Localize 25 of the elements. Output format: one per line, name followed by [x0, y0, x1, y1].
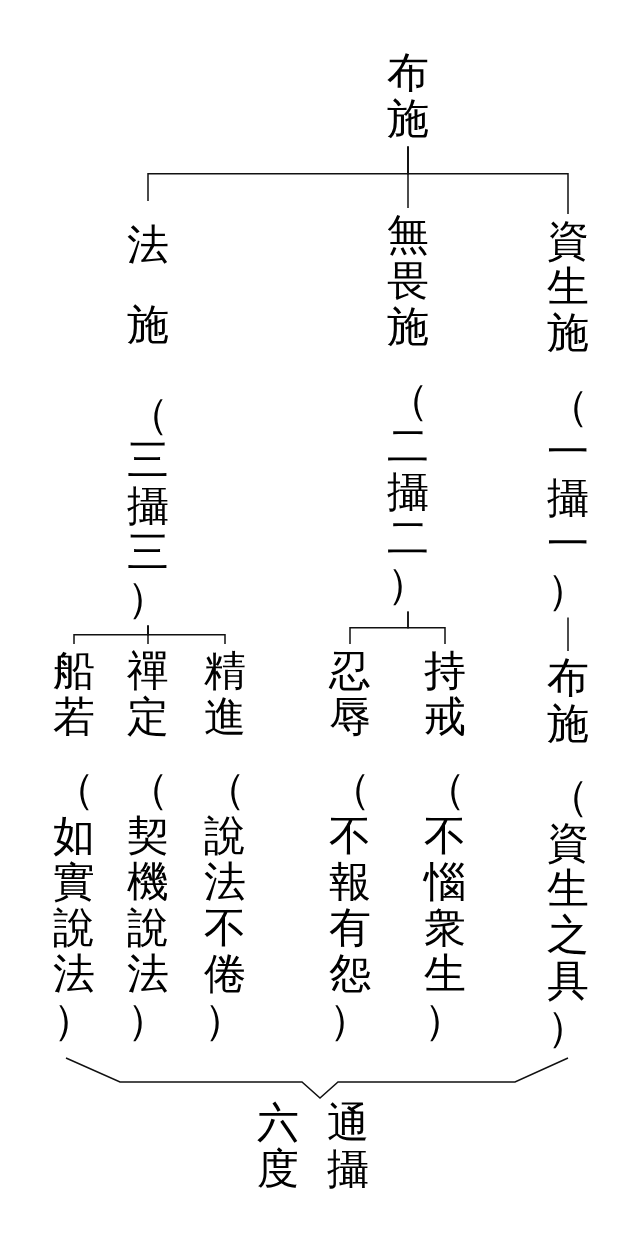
connector-line — [147, 145, 409, 202]
term-text: 無畏施 — [387, 212, 429, 351]
note-text: （資生之具） — [547, 773, 589, 1051]
note-text: （說法不倦） — [204, 766, 246, 1044]
note-text: （不報有怨） — [329, 766, 371, 1044]
term-text: 精進 — [204, 648, 246, 741]
connector-line — [567, 616, 569, 652]
note-text: （一攝一） — [547, 382, 589, 614]
caption-text: 通攝 — [327, 1100, 369, 1193]
term-text: 持戒 — [424, 648, 466, 741]
caption-text: 六度 — [257, 1100, 299, 1193]
note-text: （三攝三） — [127, 390, 169, 622]
connector-line — [349, 610, 409, 645]
term-text: 資生施 — [547, 218, 589, 357]
term-text: 布施 — [387, 50, 429, 143]
note-text: （二攝二） — [387, 376, 429, 608]
note-text: （不惱衆生） — [424, 766, 466, 1044]
term-text: 法施 — [127, 219, 169, 351]
term-text: 船若 — [53, 648, 95, 741]
term-text: 忍辱 — [329, 648, 371, 741]
term-text: 禪定 — [127, 648, 169, 741]
note-text: （如實說法） — [53, 766, 95, 1044]
term-text: 布施 — [547, 655, 589, 748]
note-text: （契機說法） — [127, 766, 169, 1044]
connector-line — [73, 624, 149, 645]
